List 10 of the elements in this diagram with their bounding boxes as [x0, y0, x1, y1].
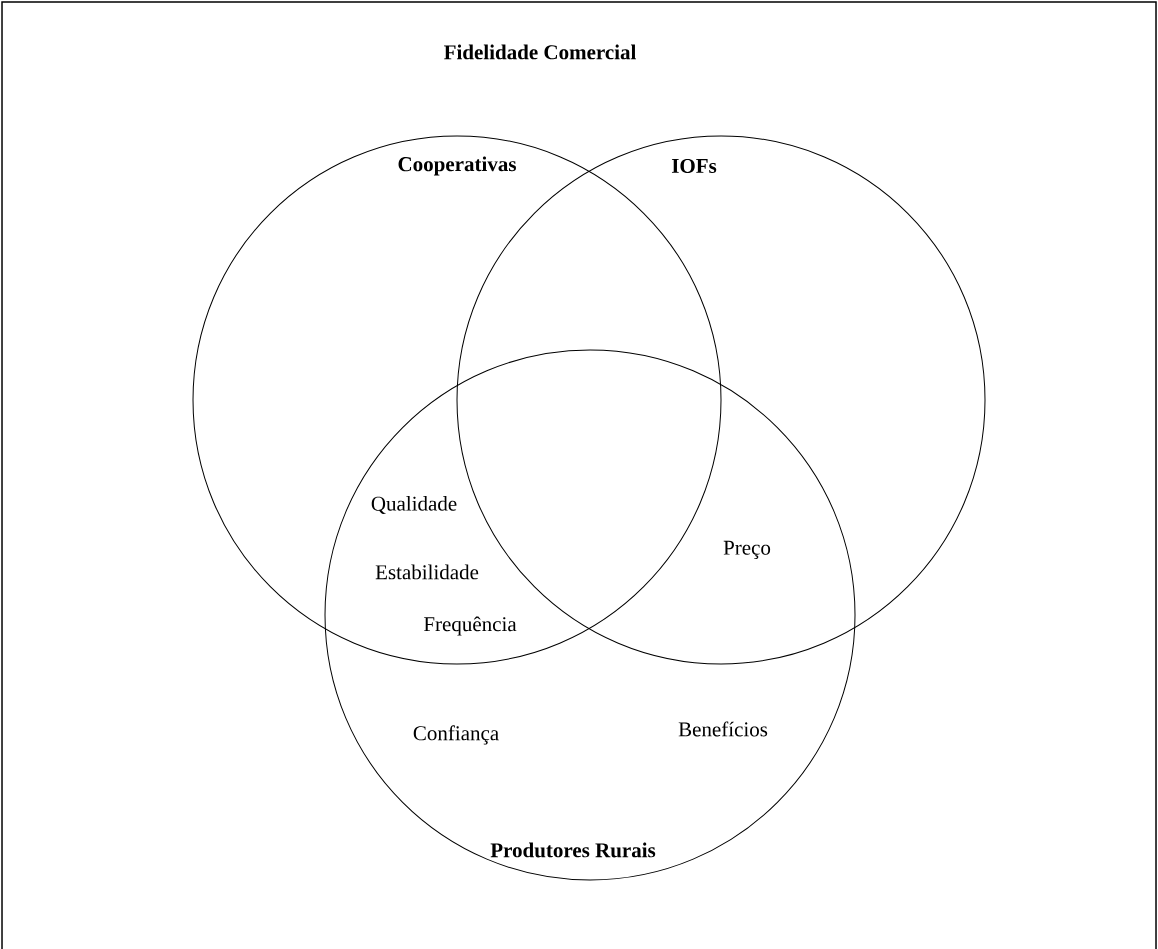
- region-label: Preço: [723, 540, 771, 560]
- region-label: Confiança: [413, 725, 499, 745]
- circle-heading: IOFs: [671, 158, 717, 174]
- region-label: Frequência: [424, 616, 517, 636]
- region-label: Estabilidade: [375, 564, 479, 580]
- circle-heading: Produtores Rurais: [490, 842, 656, 858]
- region-label: Qualidade: [371, 496, 457, 514]
- diagram-title: Fidelidade Comercial: [444, 44, 636, 60]
- circle-heading: Cooperativas: [398, 156, 516, 176]
- region-label: Benefícios: [678, 721, 768, 737]
